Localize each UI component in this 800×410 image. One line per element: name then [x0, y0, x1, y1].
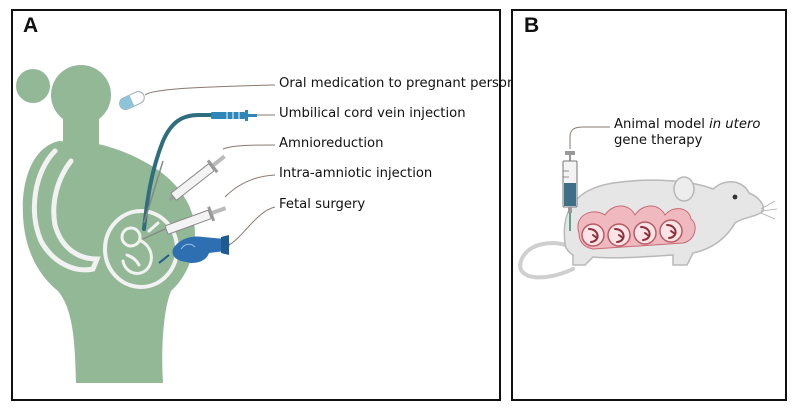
pill-icon — [119, 91, 145, 111]
panel-b-letter: B — [524, 14, 540, 37]
panel-a: A — [11, 9, 515, 401]
label-umbilical-injection: Umbilical cord vein injection — [279, 106, 466, 121]
uterus-icon — [103, 209, 179, 289]
leader-line-b — [569, 126, 610, 149]
arm-outline — [31, 148, 101, 273]
uterine-horn-embryos — [577, 205, 696, 250]
panel-b: B — [511, 9, 787, 401]
panel-a-letter: A — [23, 14, 39, 37]
gloved-hand-icon — [158, 235, 230, 264]
umbilical-catheter-tube — [142, 113, 213, 231]
label-amnioreduction: Amnioreduction — [279, 136, 384, 151]
mouse-tail — [518, 241, 575, 280]
gene-therapy-syringe-icon — [562, 151, 578, 231]
intra-amniotic-syringe-icon — [142, 206, 227, 240]
panel-b-illustration — [518, 126, 778, 280]
label-intra-amniotic: Intra-amniotic injection — [279, 166, 433, 181]
amnioreduction-syringe-icon — [143, 154, 226, 224]
leader-lines — [144, 84, 276, 246]
label-animal-model-prefix: Animal model — [614, 117, 710, 132]
label-gene-therapy: gene therapy — [614, 133, 703, 148]
label-animal-model: Animal model in utero gene therapy — [614, 117, 760, 149]
label-fetal-surgery: Fetal surgery — [279, 197, 366, 212]
panel-a-illustration — [16, 65, 276, 383]
label-oral-medication: Oral medication to pregnant person — [279, 76, 516, 91]
label-in-utero: in utero — [709, 117, 761, 132]
fetus-icon — [120, 221, 160, 275]
umbilical-syringe-icon — [211, 110, 257, 121]
